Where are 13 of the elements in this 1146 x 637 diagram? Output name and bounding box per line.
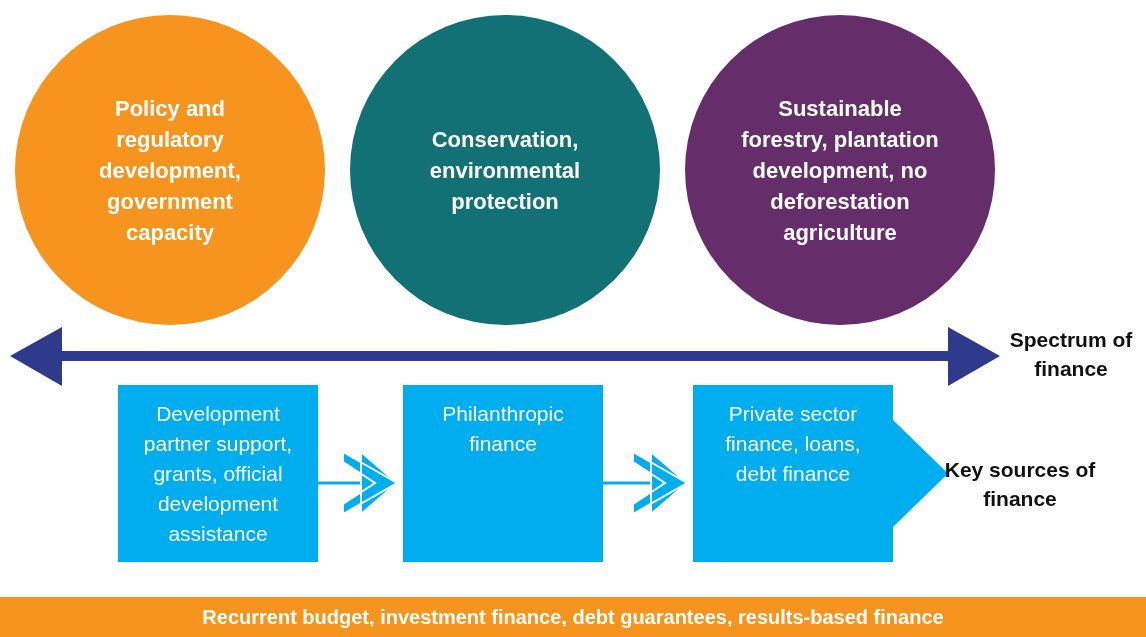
node-label: Conservation, environmental protection xyxy=(428,125,582,216)
node-label: Development partner support, grants, official development assistance xyxy=(142,401,294,547)
side-label: Spectrum of finance xyxy=(1008,327,1134,382)
node-label: Philanthropic finance xyxy=(441,401,565,457)
pentagon-arrow-box xyxy=(693,385,948,562)
side-label: Key sources of finance xyxy=(943,457,1097,512)
node-label: Policy and regulatory development, government capacity xyxy=(98,94,242,247)
process-box xyxy=(118,385,318,562)
node-label: Sustainable forestry, plantation development, no deforestation agriculture xyxy=(740,94,940,247)
node-label: Recurrent budget, investment finance, debt guarantees, results-based finance xyxy=(202,605,944,629)
process-box xyxy=(403,385,603,562)
node-label: Private sector finance, loans, debt finance xyxy=(724,401,862,487)
footer-band xyxy=(0,597,1146,637)
